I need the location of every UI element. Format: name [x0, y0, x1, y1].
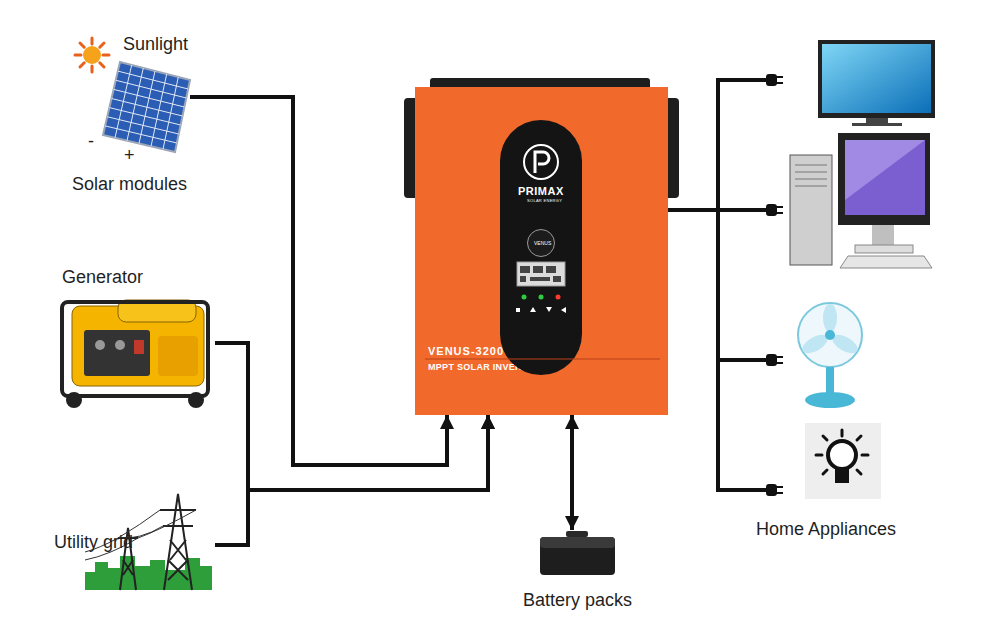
- node-text: Solar modules: [72, 174, 187, 196]
- computer-icon: [790, 133, 932, 268]
- polarity-sign: -: [88, 131, 94, 153]
- node-text: Battery packs: [523, 590, 632, 612]
- bulb-icon: [805, 423, 881, 499]
- inverter-divider: [425, 359, 660, 360]
- sun-icon: [75, 38, 109, 72]
- node-text: Home Appliances: [756, 519, 896, 541]
- node-text: VENUS-3200: [428, 345, 504, 358]
- venus-badge: VENUS: [527, 229, 555, 257]
- plug-symbol: [767, 75, 783, 495]
- node-text: SOLAR ENERGY: [527, 199, 562, 204]
- solar-module-node: Solar modules: [60, 62, 190, 202]
- connector: [668, 208, 718, 212]
- connector: [570, 415, 574, 530]
- node-text: Generator: [62, 267, 143, 289]
- connector: [215, 343, 488, 490]
- node-text: VENUS: [534, 240, 551, 246]
- connector: [215, 415, 488, 545]
- generator-icon: [62, 300, 208, 408]
- inverter-body: VENUS-3200MPPT SOLAR INVERTERPRIMAXSOLAR…: [415, 87, 668, 415]
- appliances-node: Home Appliances: [718, 35, 945, 547]
- lcd-display: [517, 262, 565, 286]
- connector: [190, 97, 447, 465]
- polarity-sign: +: [124, 145, 135, 167]
- control-button: [516, 307, 566, 313]
- node-text: PRIMAX: [518, 185, 564, 198]
- appliance-bus: [716, 78, 768, 492]
- logo-symbol: [524, 145, 558, 179]
- battery-icon: [540, 531, 615, 575]
- status-led: [522, 295, 561, 300]
- fan-icon: [798, 303, 862, 408]
- battery-node: Battery packs: [515, 530, 645, 612]
- inverter-front-panel: PRIMAXSOLAR ENERGY VENUS: [500, 120, 582, 375]
- node-text: Utility grid: [54, 532, 133, 554]
- sun-label: Sunlight: [123, 34, 188, 56]
- tv-icon: [818, 40, 935, 126]
- solar-panel-icon: [103, 62, 190, 152]
- utility-grid-node: Utility grid: [50, 490, 215, 595]
- generator-node: Generator: [50, 265, 215, 410]
